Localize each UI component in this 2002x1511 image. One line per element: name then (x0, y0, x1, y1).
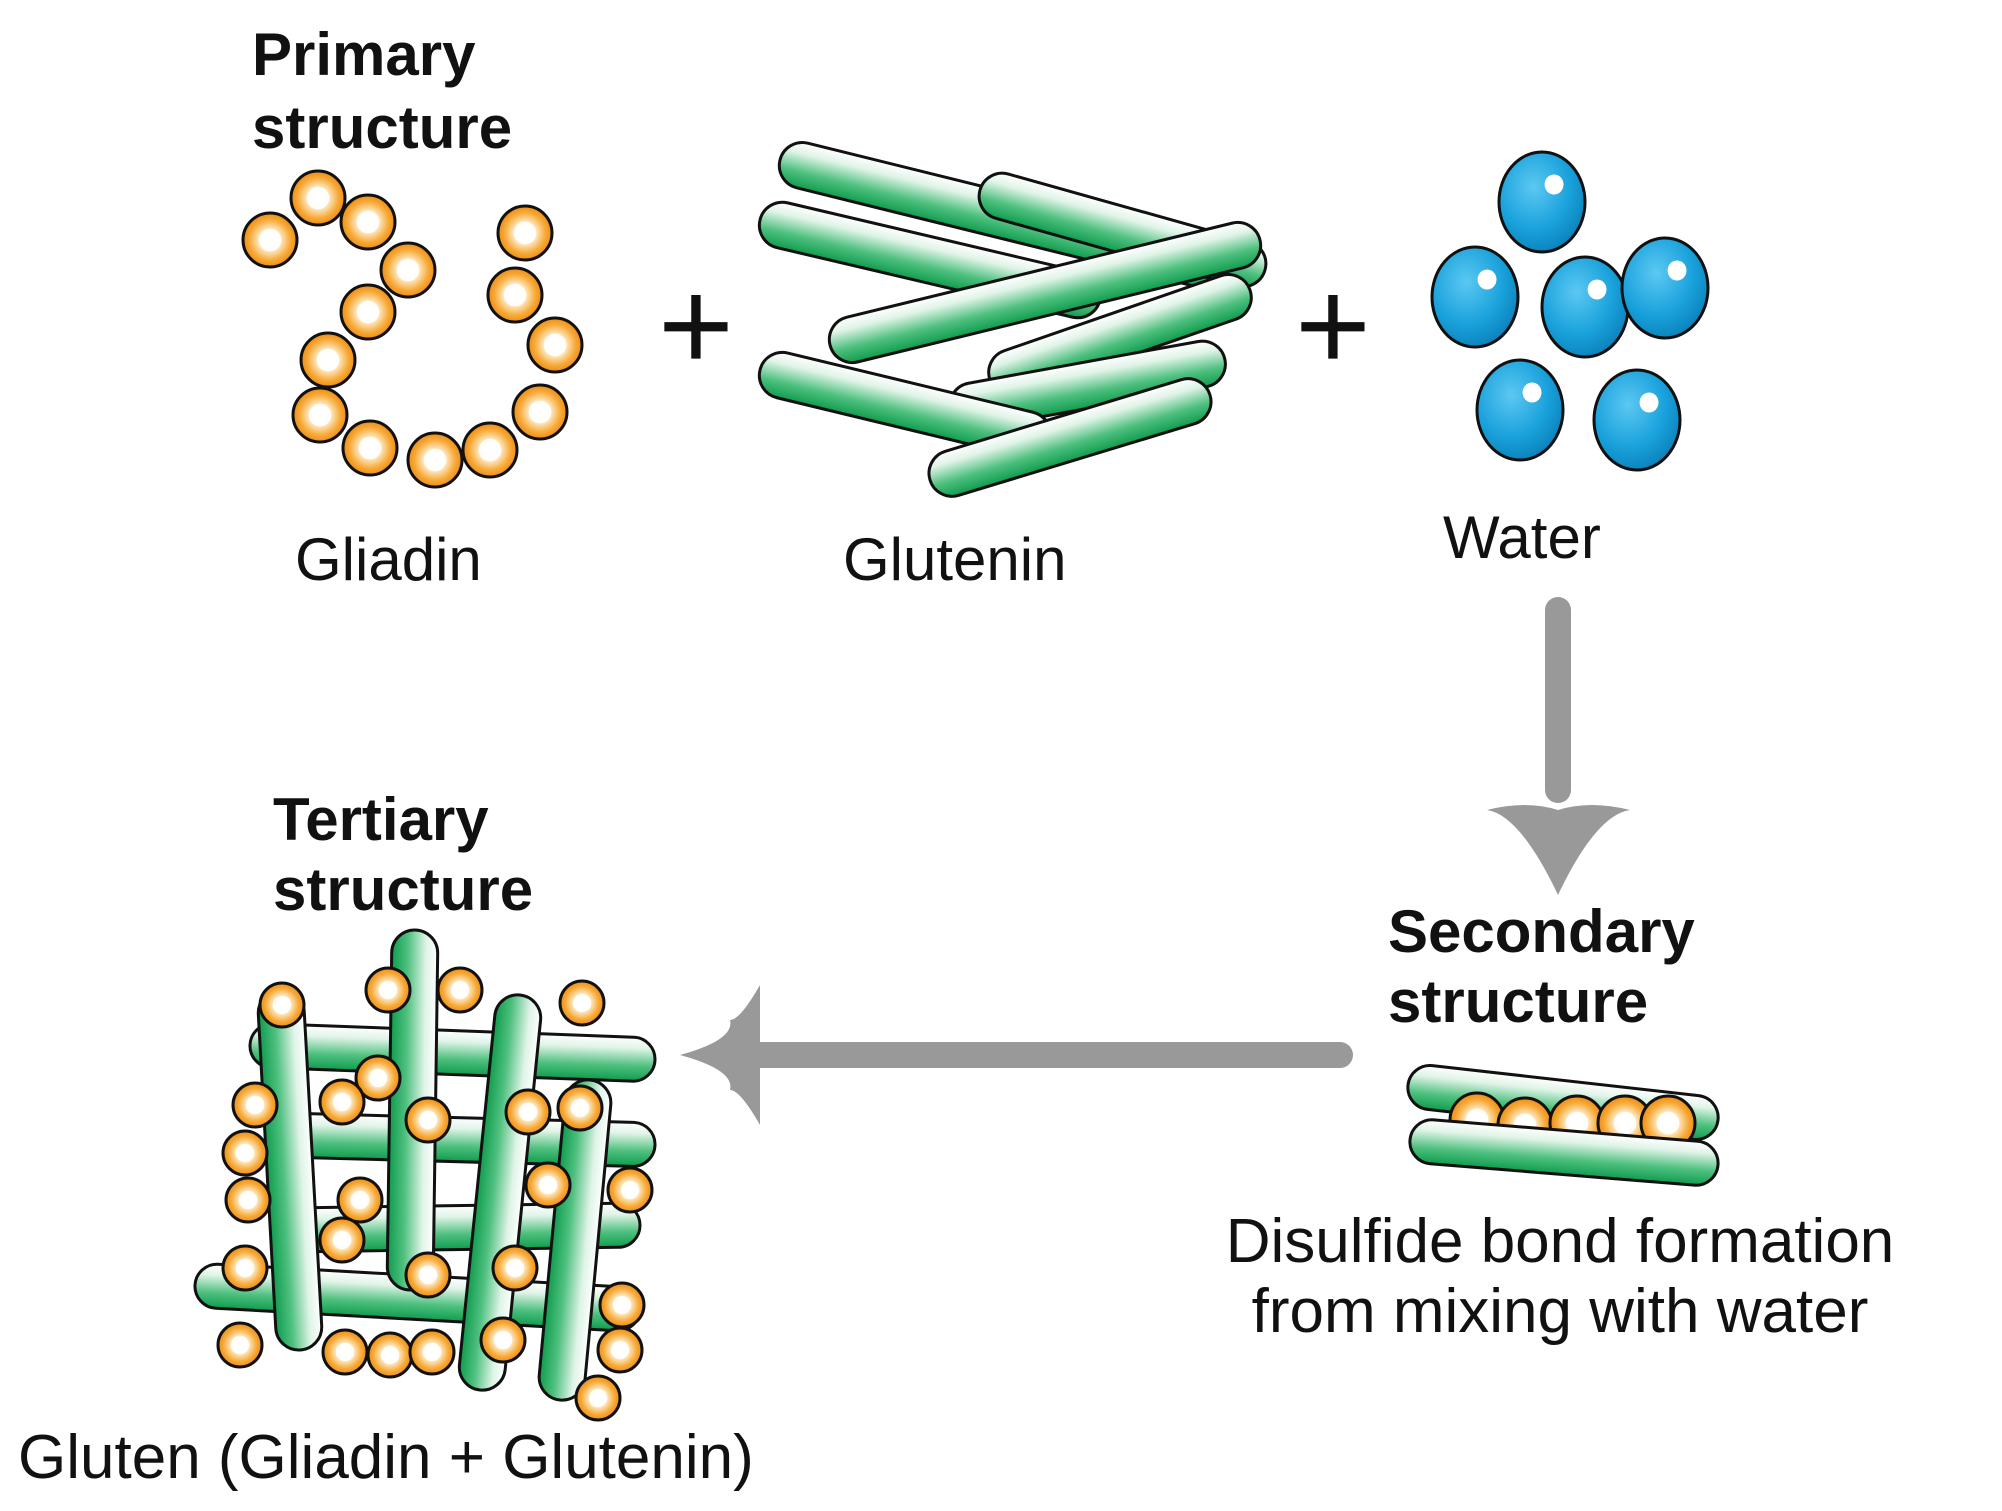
gliadin-bead (574, 1374, 622, 1422)
glutenin-rod (248, 1022, 657, 1083)
gliadin-bead (224, 1176, 272, 1224)
water-molecule (1620, 236, 1710, 340)
secondary-caption-line1: Disulfide bond formation (1226, 1207, 1895, 1276)
water-molecule (1430, 245, 1520, 349)
gliadin-bead (596, 1326, 644, 1374)
gliadin-chain (241, 169, 584, 489)
water-molecule (1592, 368, 1682, 472)
gliadin-bead (364, 966, 412, 1014)
tertiary-caption: Gluten (Gliadin + Glutenin) (18, 1423, 754, 1492)
gliadin-bead (318, 1078, 366, 1126)
primary-structure-section: Primary structure Gliadin + Glutenin + W… (241, 21, 1710, 593)
gliadin-bead (321, 1328, 369, 1376)
gluten-network (193, 928, 657, 1422)
gliadin-bead (524, 1161, 572, 1209)
arrow-down (1487, 597, 1630, 895)
secondary-caption-line2: from mixing with water (1252, 1277, 1869, 1346)
tertiary-structure-section: Tertiary structure Gluten (Gliadin + Glu… (18, 786, 754, 1492)
tertiary-heading-line1: Tertiary (273, 786, 489, 853)
water-molecule (1540, 255, 1630, 359)
tertiary-heading-line2: structure (273, 856, 533, 923)
glutenin-rod (827, 220, 1263, 365)
secondary-heading-line1: Secondary (1388, 898, 1695, 965)
gliadin-bead (216, 1321, 264, 1369)
gliadin-bead (556, 1084, 604, 1132)
gliadin-label: Gliadin (295, 526, 482, 593)
glutenin-label: Glutenin (843, 526, 1066, 593)
plus-sign-2: + (1295, 252, 1371, 398)
primary-heading-line2: structure (252, 94, 512, 161)
gliadin-bead (341, 419, 399, 477)
gliadin-bead (504, 1088, 552, 1136)
gliadin-bead (404, 1096, 452, 1144)
glutenin-rod (927, 377, 1213, 498)
gliadin-bead (479, 1316, 527, 1364)
gliadin-bead (339, 283, 397, 341)
arrow-left (680, 985, 1353, 1125)
gliadin-bead (404, 1251, 452, 1299)
gliadin-bead (598, 1281, 646, 1329)
gliadin-bead (318, 1216, 366, 1264)
gliadin-bead (221, 1244, 269, 1292)
gliadin-bead (511, 383, 569, 441)
gliadin-bead (241, 211, 299, 269)
gliadin-bead (408, 1328, 456, 1376)
gliadin-bead (558, 979, 606, 1027)
primary-heading-line1: Primary (252, 21, 476, 88)
gliadin-bead (336, 1176, 384, 1224)
water-label: Water (1443, 504, 1601, 571)
glutenin-rod (537, 1078, 613, 1402)
gliadin-bead (491, 1244, 539, 1292)
water-molecule (1475, 358, 1565, 462)
gliadin-bead (496, 204, 554, 262)
gliadin-bead (299, 331, 357, 389)
gliadin-bead (339, 193, 397, 251)
secondary-structure-section: Secondary structure Disulfide bond forma… (1226, 898, 1895, 1346)
secondary-complex (1406, 1063, 1720, 1187)
glutenin-bundle (757, 141, 1268, 498)
secondary-heading-line2: structure (1388, 968, 1648, 1035)
gliadin-bead (221, 1129, 269, 1177)
water-molecules (1430, 150, 1710, 472)
gliadin-bead (406, 431, 464, 489)
gliadin-bead (366, 1331, 414, 1379)
gliadin-bead (436, 966, 484, 1014)
gliadin-bead (486, 266, 544, 324)
gliadin-bead (461, 421, 519, 479)
gliadin-bead (258, 981, 306, 1029)
gliadin-bead (606, 1166, 654, 1214)
gliadin-bead (291, 386, 349, 444)
gliadin-bead (354, 1054, 402, 1102)
gliadin-bead (526, 316, 584, 374)
water-molecule (1497, 150, 1587, 254)
plus-sign-1: + (658, 252, 734, 398)
gliadin-bead (231, 1081, 279, 1129)
glutenin-rod (1408, 1118, 1720, 1187)
gliadin-bead (379, 241, 437, 299)
gliadin-bead (289, 169, 347, 227)
